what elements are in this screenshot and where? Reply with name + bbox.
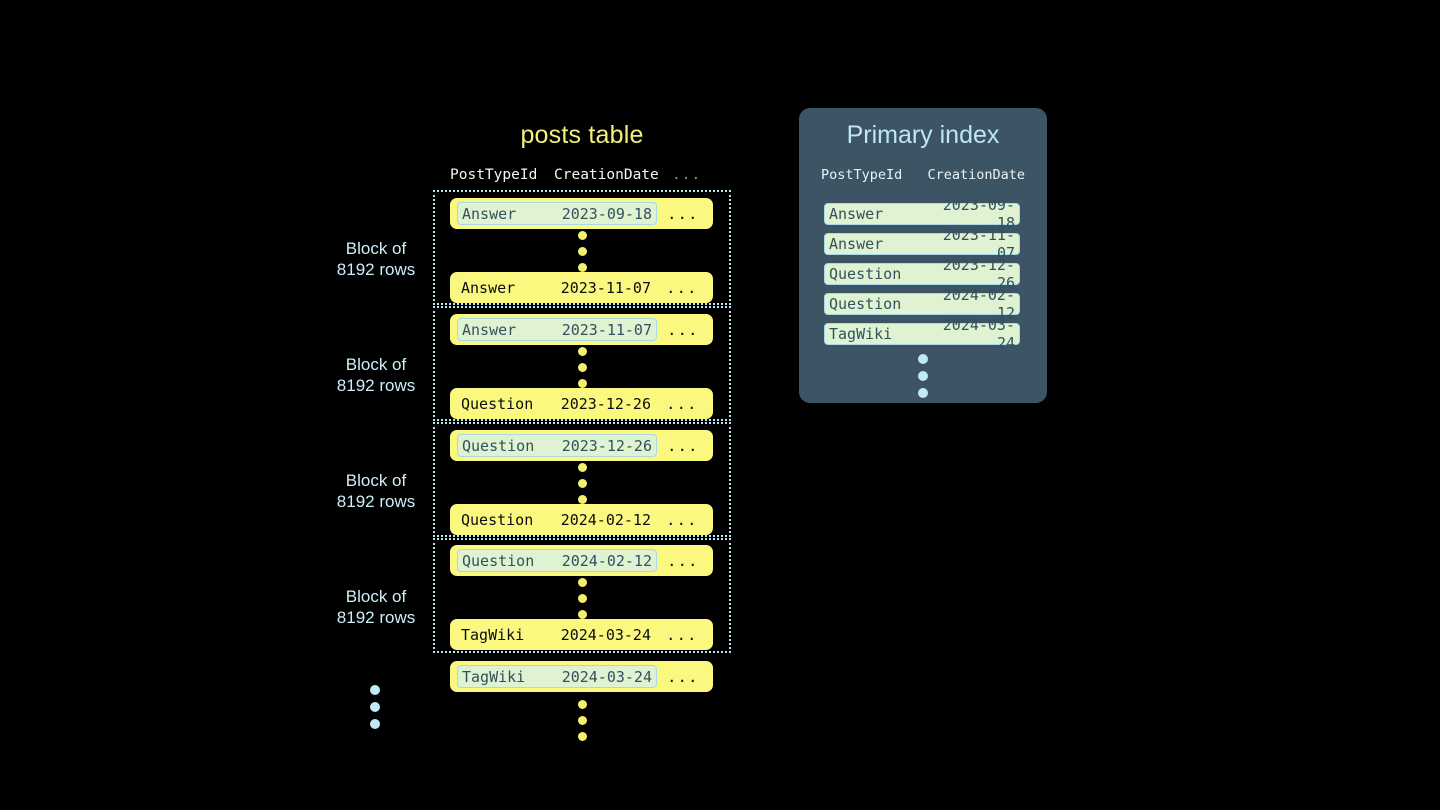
cell-creationdate: 2023-12-26 [560, 394, 651, 413]
cell-posttypeid: Question [461, 510, 534, 529]
index-continue-ellipsis-icon [918, 354, 928, 398]
cell-posttypeid: TagWiki [461, 625, 525, 644]
vertical-ellipsis-icon [577, 231, 587, 272]
block-2-label: Block of 8192 rows [301, 354, 451, 396]
vertical-ellipsis-icon [577, 578, 587, 619]
table-row: Question 2024-02-12 ... [450, 545, 713, 576]
block-3-label: Block of 8192 rows [301, 470, 451, 512]
block-1-label: Block of 8192 rows [301, 238, 451, 280]
primary-index-column-headers: PostTypeId CreationDate [821, 165, 1025, 185]
table-row: Answer 2023-11-07 ... [450, 272, 713, 303]
block-3 [433, 422, 731, 537]
index-cell-creationdate: 2023-11-07 [942, 226, 1015, 262]
cell-more: ... [667, 204, 699, 223]
cell-creationdate: 2024-02-12 [560, 510, 651, 529]
table-row: Answer 2023-11-07 ... [450, 314, 713, 345]
vertical-ellipsis-icon [577, 347, 587, 388]
index-cell-creationdate: 2024-02-12 [942, 286, 1015, 322]
cell-creationdate: 2024-03-24 [561, 667, 652, 686]
block-4-label-line1: Block of [345, 587, 407, 606]
row-cell-group: Question 2023-12-26 [457, 434, 657, 457]
primary-index-title: Primary index [846, 121, 1000, 149]
cell-creationdate: 2023-09-18 [561, 204, 652, 223]
block-4 [433, 538, 731, 653]
posts-table-title: posts table [520, 121, 644, 149]
column-header-posttypeid: PostTypeId [450, 167, 538, 183]
cell-more: ... [666, 394, 698, 413]
blocks-continue-ellipsis-icon [370, 685, 380, 729]
cell-more: ... [667, 667, 699, 686]
cell-posttypeid: Question [462, 551, 535, 570]
cell-more: ... [667, 436, 699, 455]
table-row: Question 2023-12-26 ... [450, 388, 713, 419]
block-1-label-line1: Block of [345, 239, 407, 258]
row-cell-group: TagWiki 2024-03-24 [457, 623, 655, 646]
block-4-label-line2: 8192 rows [336, 608, 416, 627]
column-header-more: ... [672, 167, 702, 183]
cell-posttypeid: Answer [462, 320, 517, 339]
cell-creationdate: 2023-11-07 [561, 320, 652, 339]
cell-more: ... [667, 551, 699, 570]
cell-more: ... [666, 625, 698, 644]
index-cell-posttypeid: Question [829, 295, 902, 313]
row-cell-group: Answer 2023-09-18 [457, 202, 657, 225]
block-3-label-line1: Block of [345, 471, 407, 490]
index-column-header-posttypeid: PostTypeId [821, 167, 903, 183]
primary-index-panel: Primary index PostTypeId CreationDate An… [799, 108, 1047, 403]
vertical-ellipsis-icon [577, 700, 587, 741]
row-cell-group: Question 2024-02-12 [457, 508, 655, 531]
row-cell-group: TagWiki 2024-03-24 [457, 665, 657, 688]
index-row: TagWiki 2024-03-24 [824, 316, 1020, 352]
row-cell-group: Answer 2023-11-07 [457, 318, 657, 341]
index-row: Answer 2023-09-18 [824, 196, 1020, 232]
block-3-label-line2: 8192 rows [336, 492, 416, 511]
cell-more: ... [666, 278, 698, 297]
block-4-label: Block of 8192 rows [301, 586, 451, 628]
table-row: Question 2023-12-26 ... [450, 430, 713, 461]
cell-posttypeid: Answer [462, 204, 517, 223]
table-row: Question 2024-02-12 ... [450, 504, 713, 535]
cell-posttypeid: TagWiki [462, 667, 526, 686]
index-cell-posttypeid: TagWiki [829, 325, 893, 343]
row-cell-group: Question 2024-02-12 [457, 549, 657, 572]
index-column-header-creationdate: CreationDate [927, 167, 1025, 183]
cell-more: ... [667, 320, 699, 339]
index-cell-creationdate: 2024-03-24 [942, 316, 1015, 352]
index-cell-posttypeid: Answer [829, 205, 884, 223]
table-row: TagWiki 2024-03-24 ... [450, 619, 713, 650]
column-header-creationdate: CreationDate [554, 167, 659, 183]
index-row: Question 2024-02-12 [824, 286, 1020, 322]
cell-more: ... [666, 510, 698, 529]
index-row: Answer 2023-11-07 [824, 226, 1020, 262]
row-cell-group: Question 2023-12-26 [457, 392, 655, 415]
block-2-label-line1: Block of [345, 355, 407, 374]
index-cell-posttypeid: Answer [829, 235, 884, 253]
cell-posttypeid: Question [462, 436, 535, 455]
index-cell-posttypeid: Question [829, 265, 902, 283]
index-cell-creationdate: 2023-12-26 [942, 256, 1015, 292]
table-row: Answer 2023-09-18 ... [450, 198, 713, 229]
cell-creationdate: 2023-12-26 [561, 436, 652, 455]
vertical-ellipsis-icon [577, 463, 587, 504]
block-2-label-line2: 8192 rows [336, 376, 416, 395]
row-cell-group: Answer 2023-11-07 [457, 276, 655, 299]
cell-creationdate: 2023-11-07 [560, 278, 651, 297]
block-1-label-line2: 8192 rows [336, 260, 416, 279]
block-2 [433, 306, 731, 421]
cell-posttypeid: Answer [461, 278, 516, 297]
index-cell-creationdate: 2023-09-18 [942, 196, 1015, 232]
cell-creationdate: 2024-02-12 [561, 551, 652, 570]
table-row-trailing: TagWiki 2024-03-24 ... [450, 661, 713, 692]
cell-creationdate: 2024-03-24 [560, 625, 651, 644]
cell-posttypeid: Question [461, 394, 534, 413]
posts-table-column-headers: PostTypeId CreationDate ... [450, 165, 714, 185]
index-row: Question 2023-12-26 [824, 256, 1020, 292]
block-1 [433, 190, 731, 305]
